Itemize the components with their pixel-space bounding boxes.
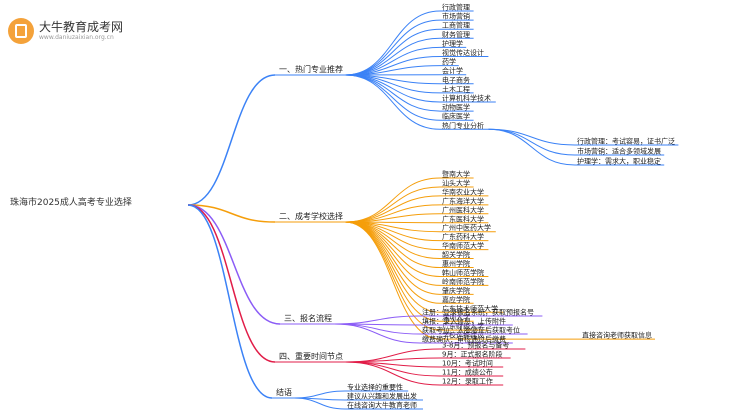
leaf-label: 广州中医药大学 xyxy=(442,223,491,232)
leaf-label: 9月：正式报名阶段 xyxy=(442,350,502,359)
leaf-label: 深圳大学 xyxy=(442,313,470,322)
leaf-label: 缴费确认：审核通过后缴费 xyxy=(422,335,506,344)
leaf-connector xyxy=(344,221,441,277)
leaf-connector xyxy=(344,221,441,268)
sub-connector xyxy=(488,128,576,156)
leaf-label: 12月：录取工作 xyxy=(442,377,493,386)
sub-label: 市场营销：适合多领域发展 xyxy=(577,147,661,156)
leaf-label: 华南农业大学 xyxy=(442,187,484,196)
leaf-label: 电子商务 xyxy=(442,75,470,84)
leaf-label: 学校选择建议 xyxy=(442,331,484,340)
leaf-label: 工商管理 xyxy=(442,21,470,30)
leaf-label: 视觉传达设计 xyxy=(442,48,484,57)
leaf-label: 动物医学 xyxy=(442,103,470,112)
leaf-connector xyxy=(344,10,441,76)
branch-label: 四、重要时间节点 xyxy=(279,351,343,361)
sub-label: 护理学：需求大，职业稳定 xyxy=(577,157,661,166)
leaf-label: 广东药科大学 xyxy=(442,232,484,241)
leaf-connector xyxy=(344,74,441,121)
leaf-label: 会计学 xyxy=(442,66,463,75)
leaf-label: 市场营销 xyxy=(442,12,470,21)
leaf-connector xyxy=(344,74,441,94)
leaf-label: 韩山师范学院 xyxy=(442,268,484,277)
leaf-connector xyxy=(344,204,441,223)
brand-logo: 大牛教育成考网 www.daniuzaixian.org.cn xyxy=(8,16,128,50)
leaf-label: 广州医科大学 xyxy=(442,205,484,214)
leaf-label: 华南师范大学 xyxy=(442,241,484,250)
leaf-label: 3-8月：预报名与备考 xyxy=(442,341,509,350)
leaf-label: 计算机科学技术 xyxy=(442,94,491,103)
leaf-label: 在线咨询大牛教育老师 xyxy=(347,401,417,410)
branch-label: 结语 xyxy=(276,387,292,397)
mind-map-root: 珠海市2025成人高考专业选择 xyxy=(10,196,132,208)
leaf-connector xyxy=(293,397,346,410)
leaf-label: 汕头大学 xyxy=(442,178,470,187)
leaf-connector xyxy=(344,221,441,304)
leaf-label: 获取考位：人脸验证后获取考位 xyxy=(422,326,520,335)
sub-label: 直接咨询老师获取信息 xyxy=(582,331,652,340)
branch-label: 二、成考学校选择 xyxy=(279,211,343,221)
leaf-label: 建议从兴趣和发展出发 xyxy=(347,392,417,401)
leaf-connector xyxy=(344,221,441,322)
leaf-label: 暨南大学 xyxy=(442,170,470,179)
branch-label: 三、报名流程 xyxy=(284,313,332,323)
leaf-label: 热门专业分析 xyxy=(442,121,484,130)
leaf-label: 护理学 xyxy=(442,39,463,48)
sub-label: 行政管理：考试容易，证书广泛 xyxy=(577,137,675,146)
branch-connector xyxy=(187,204,281,325)
leaf-label: 广东财经大学 xyxy=(442,322,484,331)
branch-label: 一、热门专业推荐 xyxy=(279,64,343,74)
leaf-label: 临床医学 xyxy=(442,112,470,121)
branch-connector xyxy=(187,204,276,223)
leaf-label: 广东技术师范大学 xyxy=(442,304,498,313)
leaf-label: 填报：录入信息，上传附件 xyxy=(422,317,506,326)
sub-connector xyxy=(488,128,576,166)
brand-name: 大牛教育成考网 xyxy=(39,20,124,34)
leaf-label: 韶关学院 xyxy=(442,250,470,259)
leaf-label: 嘉应学院 xyxy=(442,295,470,304)
leaf-connector xyxy=(333,323,421,335)
leaf-connector xyxy=(333,315,421,325)
leaf-label: 广东海洋大学 xyxy=(442,196,484,205)
leaf-label: 10月：考试时间 xyxy=(442,359,493,368)
leaf-connector xyxy=(344,361,441,386)
branch-connector xyxy=(187,204,276,363)
branch-connector xyxy=(187,204,273,399)
leaf-label: 专业选择的重要性 xyxy=(347,383,403,392)
leaf-connector xyxy=(344,186,441,223)
leaf-label: 肇庆学院 xyxy=(442,286,470,295)
leaf-label: 广东医科大学 xyxy=(442,214,484,223)
leaf-label: 土木工程 xyxy=(442,84,470,93)
leaf-label: 岭南师范学院 xyxy=(442,277,484,286)
leaf-connector xyxy=(344,74,441,112)
leaf-label: 注册：登录报名系统，获取预报名号 xyxy=(422,308,534,317)
leaf-connector xyxy=(293,390,346,399)
leaf-label: 11月：成绩公布 xyxy=(442,368,493,377)
leaf-label: 药学 xyxy=(442,57,456,66)
leaf-connector xyxy=(344,74,441,130)
branch-connector xyxy=(187,74,276,206)
leaf-label: 惠州学院 xyxy=(442,259,470,268)
leaf-connector xyxy=(344,19,441,76)
leaf-label: 行政管理 xyxy=(442,3,470,12)
graduation-book-icon xyxy=(8,18,34,44)
leaf-connector xyxy=(344,357,441,363)
leaf-connector xyxy=(344,177,441,223)
leaf-connector xyxy=(344,28,441,76)
leaf-label: 财务管理 xyxy=(442,30,470,39)
brand-url: www.daniuzaixian.org.cn xyxy=(39,34,114,41)
leaf-connector xyxy=(333,323,421,344)
